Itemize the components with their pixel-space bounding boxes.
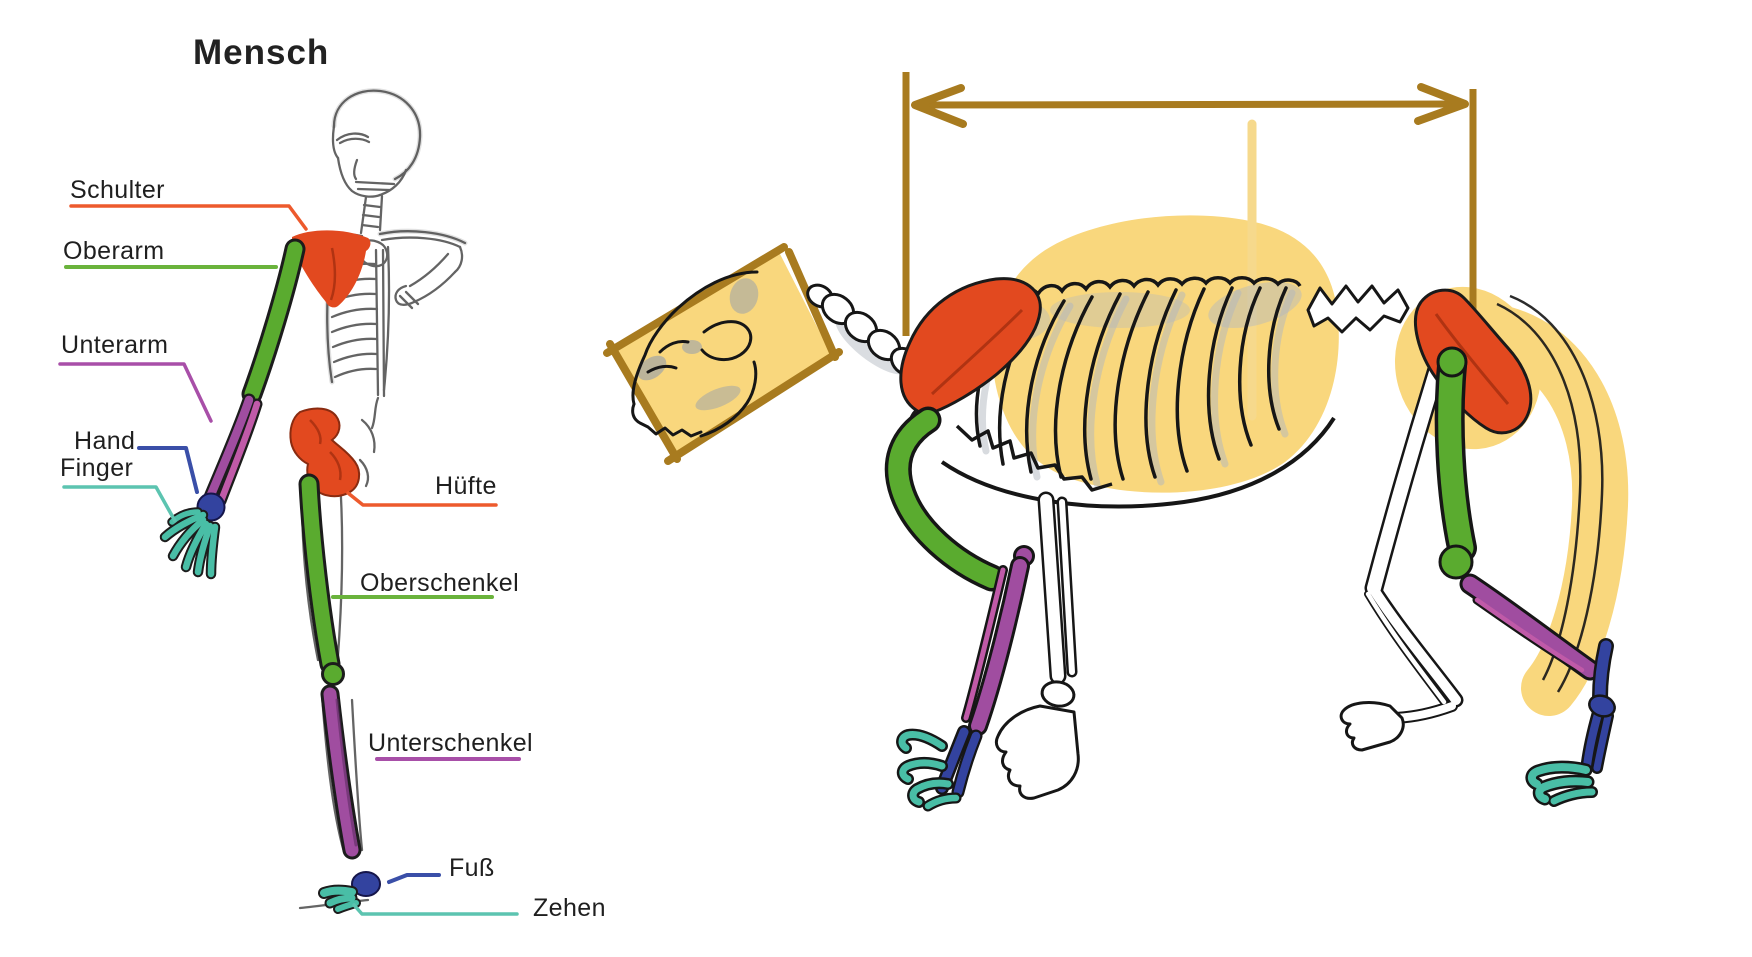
zehen-leader-line (352, 903, 519, 916)
animal-hind-foot-bones (1586, 646, 1616, 768)
animal-sternum-segments (955, 424, 1113, 492)
label-fuss: Fuß (449, 854, 495, 882)
huefte-leader-line (346, 491, 498, 507)
animal-background-hind-leg (1339, 366, 1456, 752)
diagram-title: Mensch (193, 33, 330, 72)
skull-frame-box (603, 243, 843, 465)
human-shin-bone (330, 694, 356, 850)
label-hand: Hand (74, 427, 136, 455)
animal-belly-outline (940, 416, 1336, 509)
arrowhead-left (911, 84, 967, 128)
hand-leader-line (137, 446, 199, 494)
human-finger-bones (165, 512, 215, 574)
human-foot-bones (351, 871, 381, 897)
animal-hind-toes (1532, 767, 1592, 801)
human-thigh-bone (309, 484, 345, 686)
label-zehen: Zehen (533, 894, 606, 922)
measurement-arrow (902, 72, 1477, 386)
label-unterarm: Unterarm (61, 331, 169, 359)
animal-forearm (966, 545, 1035, 726)
schulter-leader-line (69, 204, 308, 231)
label-schulter: Schulter (70, 176, 165, 204)
animal-skull-sketch (631, 270, 759, 438)
animal-spine-line (990, 276, 1302, 306)
animal-lumbar-vertebrae (1306, 284, 1410, 334)
label-unterschenkel: Unterschenkel (368, 729, 534, 757)
animal-pelvis (1413, 288, 1533, 435)
animal-background-front-leg (994, 500, 1080, 800)
human-toe-bones (324, 891, 356, 909)
fuss-leader-line (387, 873, 441, 884)
label-finger: Finger (60, 454, 134, 482)
label-oberarm: Oberarm (63, 237, 165, 265)
finger-leader-line (62, 485, 177, 523)
human-upper-arm-bone (252, 249, 295, 394)
arrowhead-right (1414, 83, 1469, 125)
label-oberschenkel: Oberschenkel (360, 569, 520, 597)
animal-tail (1496, 294, 1604, 693)
label-huefte: Hüfte (435, 472, 497, 500)
unterarm-leader-line (58, 362, 213, 423)
human-skeleton-sketch (293, 88, 468, 910)
animal-hind-femur (1438, 346, 1472, 580)
human-shoulder-blade (292, 230, 371, 308)
human-forearm-bones (210, 400, 257, 501)
label-leader-lines (58, 204, 521, 916)
